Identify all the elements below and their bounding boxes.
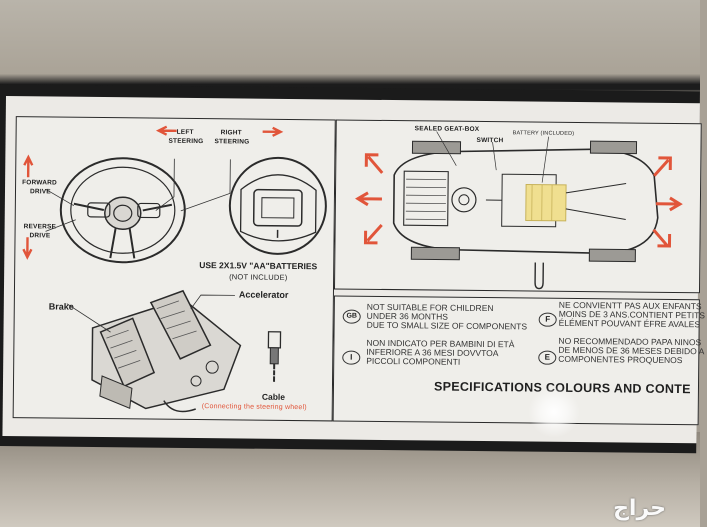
f-code: F — [538, 312, 557, 327]
battery-label: BATTERY (INCLUDED) — [512, 130, 575, 137]
right-steering-label-1: RIGHT — [220, 129, 242, 137]
reverse-drive-label-2: DRIVE — [29, 232, 51, 240]
warning-i-line-3: PICCOLI COMPONENTI — [366, 355, 461, 367]
reverse-drive-label-1: REVERSE — [23, 223, 57, 231]
forward-drive-label-1: FORWARD — [22, 179, 58, 187]
warning-f-line-3: ÉLÉMENT POUVANT ÉFRE AVALES — [558, 317, 701, 330]
warning-e: NO RECOMMENDADO PAPA NINOS DE MENOS DE 3… — [558, 336, 704, 366]
left-steering-label-2: STEERING — [168, 137, 204, 146]
steering-wheel-diagram — [22, 125, 327, 413]
not-include-label: (NOT INCLUDE) — [229, 272, 288, 282]
batteries-label: USE 2X1.5V "AA"BATTERIES — [199, 260, 318, 272]
box-panel: LEFT STEERING RIGHT STEERING FORWARD DRI… — [2, 96, 705, 444]
warning-gb: NOT SUITABLE FOR CHILDREN UNDER 36 MONTH… — [366, 302, 528, 332]
brake-label: Brake — [48, 301, 74, 312]
switch-label: SWITCH — [476, 136, 504, 145]
car-section: SEALED GEAT-BOX SWITCH BATTERY (INCLUDED… — [333, 119, 702, 294]
light-glare — [528, 386, 580, 438]
haraj-watermark: حراج — [613, 496, 666, 521]
accelerator-label: Accelerator — [238, 289, 289, 300]
sealed-gearbox-label: SEALED GEAT-BOX — [414, 125, 480, 133]
warning-e-line-3: COMPONENTES PROQUENOS — [558, 353, 683, 366]
left-steering-label-1: LEFT — [176, 128, 194, 136]
warning-i: NON INDICATO PER BAMBINI DI ETÀ INFERIOR… — [366, 338, 514, 368]
warning-gb-line-3: DUE TO SMALL SIZE OF COMPONENTS — [366, 319, 528, 332]
cable-label: Cable — [261, 391, 286, 402]
e-code: E — [538, 350, 557, 365]
controls-section: LEFT STEERING RIGHT STEERING FORWARD DRI… — [12, 116, 336, 422]
warnings-section: GB NOT SUITABLE FOR CHILDREN UNDER 36 MO… — [332, 295, 705, 426]
car-chassis-diagram — [355, 131, 683, 290]
i-code: I — [342, 350, 361, 365]
cable-note: (Connecting the steering wheel) — [201, 403, 307, 412]
warning-f: NE CONVIENTT PAS AUX ENFANTS MOINS DE 3 … — [558, 300, 706, 330]
gb-code: GB — [342, 309, 361, 324]
forward-drive-label-2: DRIVE — [29, 188, 51, 196]
right-steering-label-2: STEERING — [214, 138, 250, 146]
